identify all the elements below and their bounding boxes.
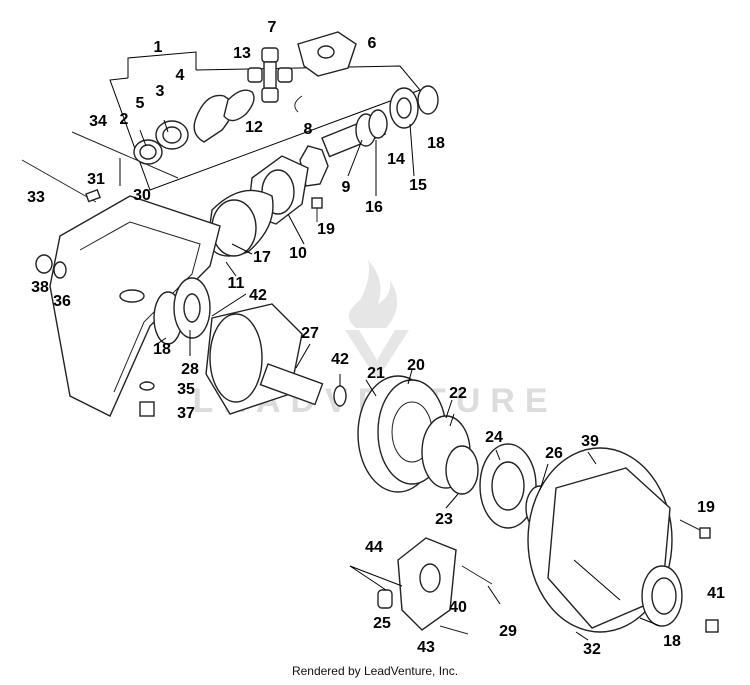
bolt-19-part (311, 197, 323, 209)
callout-30: 30 (133, 187, 151, 204)
callout-34: 34 (89, 113, 107, 130)
callout-25: 25 (373, 615, 391, 632)
callout-24: 24 (485, 429, 503, 446)
pinion-gear-part (299, 85, 439, 187)
callout-26: 26 (545, 445, 563, 462)
callout-17: 17 (253, 249, 271, 266)
callout-29: 29 (499, 623, 517, 640)
callout-15: 15 (409, 177, 427, 194)
callout-9: 9 (342, 179, 351, 196)
callout-13: 13 (233, 45, 251, 62)
callout-19-upper: 19 (317, 221, 335, 238)
pinion-housing-part (207, 155, 309, 257)
leader-lines (139, 119, 661, 641)
callout-20: 20 (407, 357, 425, 374)
callout-2: 2 (120, 111, 129, 128)
callout-28: 28 (181, 361, 199, 378)
drain-plug-part (35, 254, 155, 417)
callout-12: 12 (245, 119, 263, 136)
callout-40: 40 (449, 599, 467, 616)
flame-logo-icon (348, 260, 398, 328)
callout-18-front-seal: 18 (153, 341, 171, 358)
callout-35: 35 (177, 381, 195, 398)
callout-18-pinion-bearing: 18 (427, 135, 445, 152)
long-bolts-part (21, 131, 323, 222)
rendered-by-footer: Rendered by LeadVenture, Inc. (291, 664, 459, 678)
companion-flange-part (133, 89, 255, 165)
callout-6: 6 (368, 35, 377, 52)
callout-21: 21 (367, 365, 385, 382)
front-seal-bearing-part (153, 277, 211, 345)
upper-assembly-bracket (109, 51, 421, 191)
callout-31: 31 (87, 171, 105, 188)
universal-joint-part (247, 47, 293, 103)
rear-cover-part (527, 447, 683, 633)
callout-36: 36 (53, 293, 71, 310)
callout-22: 22 (449, 385, 467, 402)
callout-3: 3 (156, 83, 165, 100)
callout-7: 7 (268, 19, 277, 36)
callout-38: 38 (31, 279, 49, 296)
snap-ring-part (294, 95, 303, 113)
callout-33: 33 (27, 189, 45, 206)
callout-42-upper: 42 (249, 287, 267, 304)
callout-39: 39 (581, 433, 599, 450)
differential-case-part (205, 303, 347, 415)
callout-14: 14 (387, 151, 405, 168)
cover-plate-part (377, 537, 493, 635)
flange-yoke-part (297, 31, 357, 77)
callout-8: 8 (304, 121, 313, 138)
callout-1: 1 (154, 39, 163, 56)
callout-16: 16 (365, 199, 383, 216)
callout-37: 37 (177, 405, 195, 422)
callout-27: 27 (301, 325, 319, 342)
callout-42-lower: 42 (331, 351, 349, 368)
callout-10: 10 (289, 245, 307, 262)
callout-5: 5 (136, 95, 145, 112)
v-logo-icon (345, 330, 409, 380)
callout-43: 43 (417, 639, 435, 656)
callout-23: 23 (435, 511, 453, 528)
callout-4: 4 (176, 67, 185, 84)
transfer-case-housing-part (49, 195, 221, 417)
callout-11: 11 (228, 275, 245, 292)
callout-41: 41 (707, 585, 725, 602)
callout-labels: 1 2 3 4 5 6 7 8 9 10 11 12 13 14 15 16 1… (27, 19, 725, 658)
callout-44: 44 (365, 539, 383, 556)
callout-19-lower: 19 (697, 499, 715, 516)
callout-18-rear-seal: 18 (663, 633, 681, 650)
callout-32: 32 (583, 641, 601, 658)
cover-bolts-part (679, 519, 719, 633)
